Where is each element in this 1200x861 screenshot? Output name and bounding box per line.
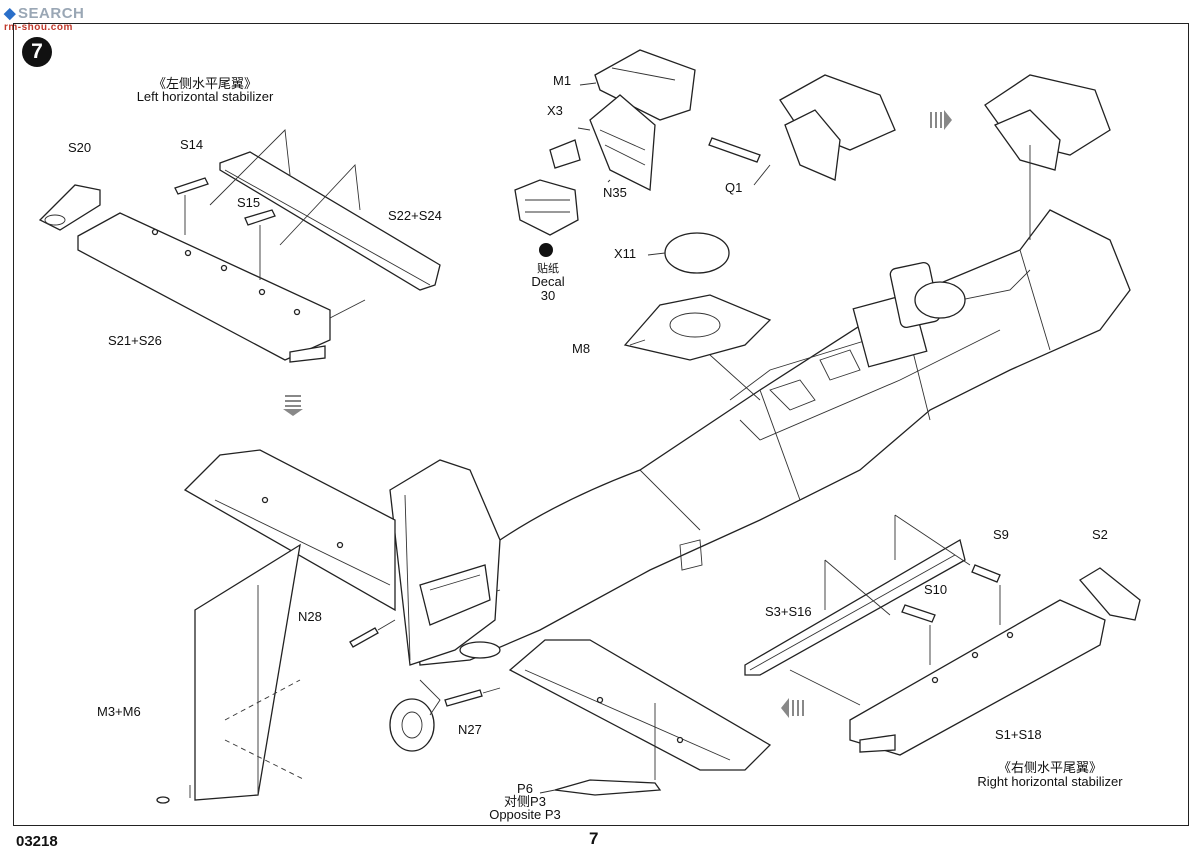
part-label-s2: S2 [1092, 527, 1108, 542]
decal-label-en: Decal [531, 274, 565, 289]
watermark-text: SEARCH [18, 5, 85, 22]
part-label-n28: N28 [298, 609, 322, 624]
direction-arrows [283, 110, 952, 718]
part-label-p6-en: Opposite P3 [489, 807, 561, 822]
part-label-s3-s16: S3+S16 [765, 604, 812, 619]
part-label-p6: P6 [517, 781, 533, 796]
part-label-s20: S20 [68, 140, 92, 155]
part-label-n35: N35 [603, 185, 627, 200]
installed-stabilizer-right [508, 639, 772, 771]
part-label-q1: Q1 [725, 180, 743, 195]
vertical-fin-drawing [389, 459, 501, 666]
rudder-part [156, 543, 306, 804]
logo-icon: ◆ [4, 5, 17, 22]
decal-number: 30 [540, 288, 556, 303]
part-label-s21-s26: S21+S26 [108, 333, 162, 348]
right-stabilizer-title-cn: 《右侧水平尾翼》 [997, 760, 1102, 775]
page-frame [13, 23, 1189, 826]
right-stabilizer-exploded [744, 514, 1141, 756]
part-label-m8: M8 [572, 341, 591, 356]
part-label-n27: N27 [458, 722, 482, 737]
part-label-m1: M1 [553, 73, 572, 88]
part-label-s10: S10 [924, 582, 948, 597]
part-label-x11: X11 [614, 246, 637, 261]
right-stabilizer-title-en: Right horizontal stabilizer [977, 774, 1123, 789]
tail-wheel [389, 679, 441, 752]
part-label-s22-s24: S22+S24 [388, 208, 442, 223]
left-stabilizer-exploded [38, 129, 441, 363]
fuselage-drawing [404, 209, 1131, 666]
part-label-m3-m6: M3+M6 [97, 704, 141, 719]
part-label-p6-cn: 对侧P3 [504, 794, 546, 809]
watermark-host: rm-shou.com [4, 22, 73, 33]
part-label-s1-s18: S1+S18 [995, 727, 1042, 742]
strut-p6 [539, 703, 662, 796]
cockpit-parts [514, 49, 1111, 401]
small-parts-n27-n28 [349, 619, 501, 707]
left-stabilizer-title-cn: 《左侧水平尾翼》 [152, 76, 257, 91]
part-label-x3: X3 [547, 103, 563, 118]
installed-stabilizer-left [183, 449, 396, 612]
model-number: 03218 [16, 833, 58, 850]
site-watermark: ◆SEARCH rm-shou.com [4, 4, 85, 33]
step-number-badge: 7 [22, 37, 52, 67]
page-number: 7 [589, 829, 599, 848]
part-label-s15: S15 [237, 195, 261, 210]
decal-label-cn: 贴纸 [537, 263, 559, 275]
part-label-s9: S9 [993, 527, 1009, 542]
part-label-s14: S14 [180, 137, 204, 152]
left-stabilizer-title-en: Left horizontal stabilizer [136, 89, 274, 104]
